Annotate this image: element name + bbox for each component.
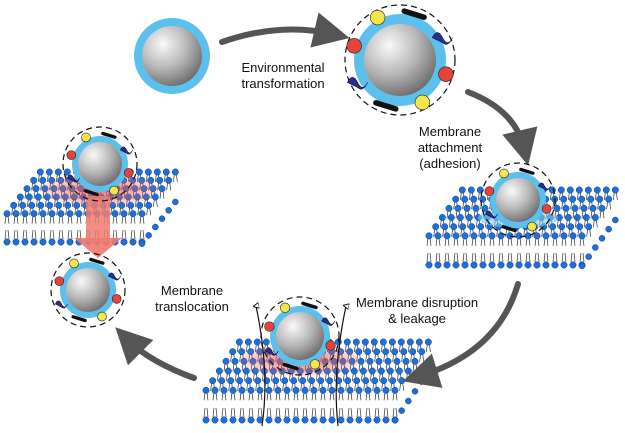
arrow-step4 — [115, 327, 197, 381]
nanoparticle-attached — [480, 162, 556, 238]
nanoparticle-pristine — [134, 18, 210, 94]
label-environmental-transformation: Environmental transformation — [241, 60, 325, 91]
arrow-step1 — [219, 12, 350, 48]
nanoparticle-internalized — [50, 252, 126, 328]
label-membrane-attachment: Membrane attachment (adhesion) — [417, 124, 483, 171]
leakage-arrow-left — [256, 306, 266, 427]
arrow-step3 — [402, 281, 521, 388]
nanoparticle-translocating — [62, 126, 138, 202]
cycle-arrows — [115, 12, 538, 427]
translocation-arrow-head — [74, 238, 122, 258]
label-membrane-disruption: Membrane disruption & leakage — [355, 295, 479, 326]
leakage-arrow-right — [335, 306, 346, 427]
nanoparticle-disrupting — [260, 296, 340, 376]
label-membrane-translocation: Membrane translocation — [155, 283, 229, 314]
translocation-arrow-shaft — [86, 196, 110, 242]
nanoparticle-transformed — [344, 4, 456, 116]
arrow-step2 — [465, 89, 538, 166]
particles-layer — [50, 4, 556, 376]
